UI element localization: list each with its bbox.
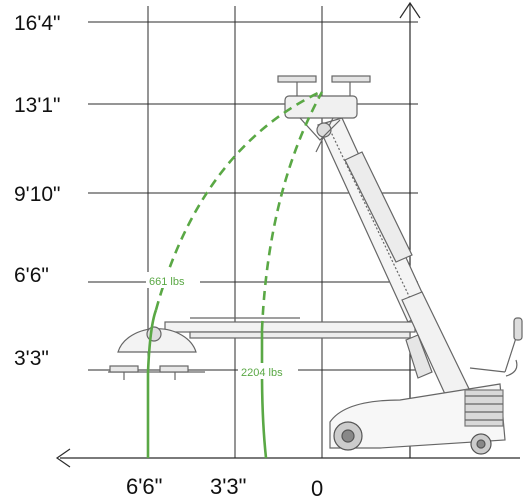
control-handle (504, 317, 523, 377)
y-label-16-4: 16'4" (14, 12, 61, 35)
y-axis-labels: 16'4" 13'1" 9'10" 6'6" 3'3" (14, 12, 61, 370)
x-axis-labels: 6'6" 3'3" 0 (126, 474, 323, 501)
x-label-3-3: 3'3" (210, 474, 246, 499)
y-label-3-3: 3'3" (14, 347, 49, 370)
load-labels: 661 lbs 2204 lbs (146, 272, 298, 379)
x-axis-arrow-icon (55, 448, 71, 468)
axes (55, 1, 520, 468)
x-label-6-6: 6'6" (126, 474, 162, 499)
y-label-9-10: 9'10" (14, 183, 61, 206)
raised-boom (315, 111, 431, 323)
lowered-boom (164, 317, 416, 339)
curve-2204-dashed (260, 91, 324, 331)
curve-661-dashed (154, 90, 321, 311)
raised-vacuum-head (277, 75, 371, 141)
lift-machine-illustration (108, 75, 523, 455)
curve-661-solid (146, 309, 158, 458)
y-label-13-1: 13'1" (14, 94, 61, 117)
load-label-2204: 2204 lbs (241, 367, 283, 379)
load-label-661: 661 lbs (149, 276, 185, 288)
x-label-0: 0 (311, 476, 323, 501)
curve-2204-solid (260, 330, 268, 459)
chassis (329, 383, 506, 455)
y-label-6-6: 6'6" (14, 264, 49, 287)
y-axis-arrow-icon (399, 1, 421, 19)
